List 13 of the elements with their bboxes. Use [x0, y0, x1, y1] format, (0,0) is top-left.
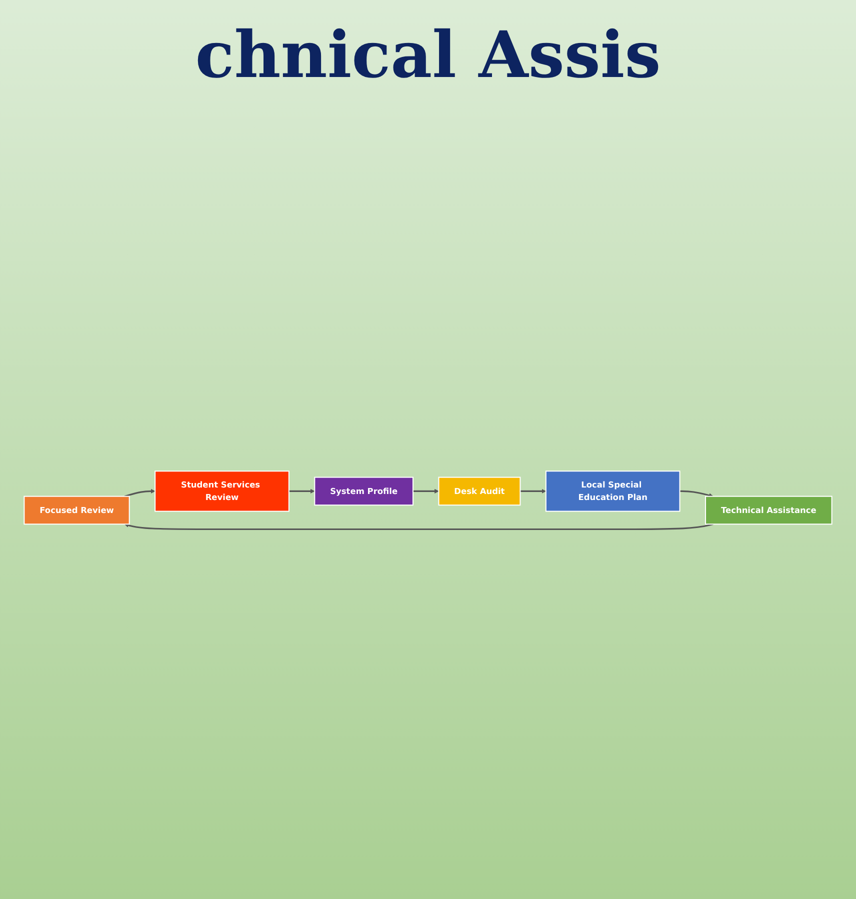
node-box: Technical Assistance	[705, 496, 832, 524]
arrow	[288, 488, 315, 494]
arrow	[413, 488, 439, 494]
arrow	[124, 488, 156, 497]
arrow	[124, 522, 714, 530]
node-box: Desk Audit	[438, 476, 521, 506]
node-box: Local Special Education Plan	[545, 470, 680, 512]
arrow	[680, 490, 714, 498]
arrow	[520, 488, 546, 494]
overlay-heading: chnical Assis	[194, 18, 662, 93]
node-box: Student Services Review	[154, 470, 290, 512]
node-box: Focused Review	[24, 496, 130, 524]
node-box: System Profile	[314, 476, 414, 506]
